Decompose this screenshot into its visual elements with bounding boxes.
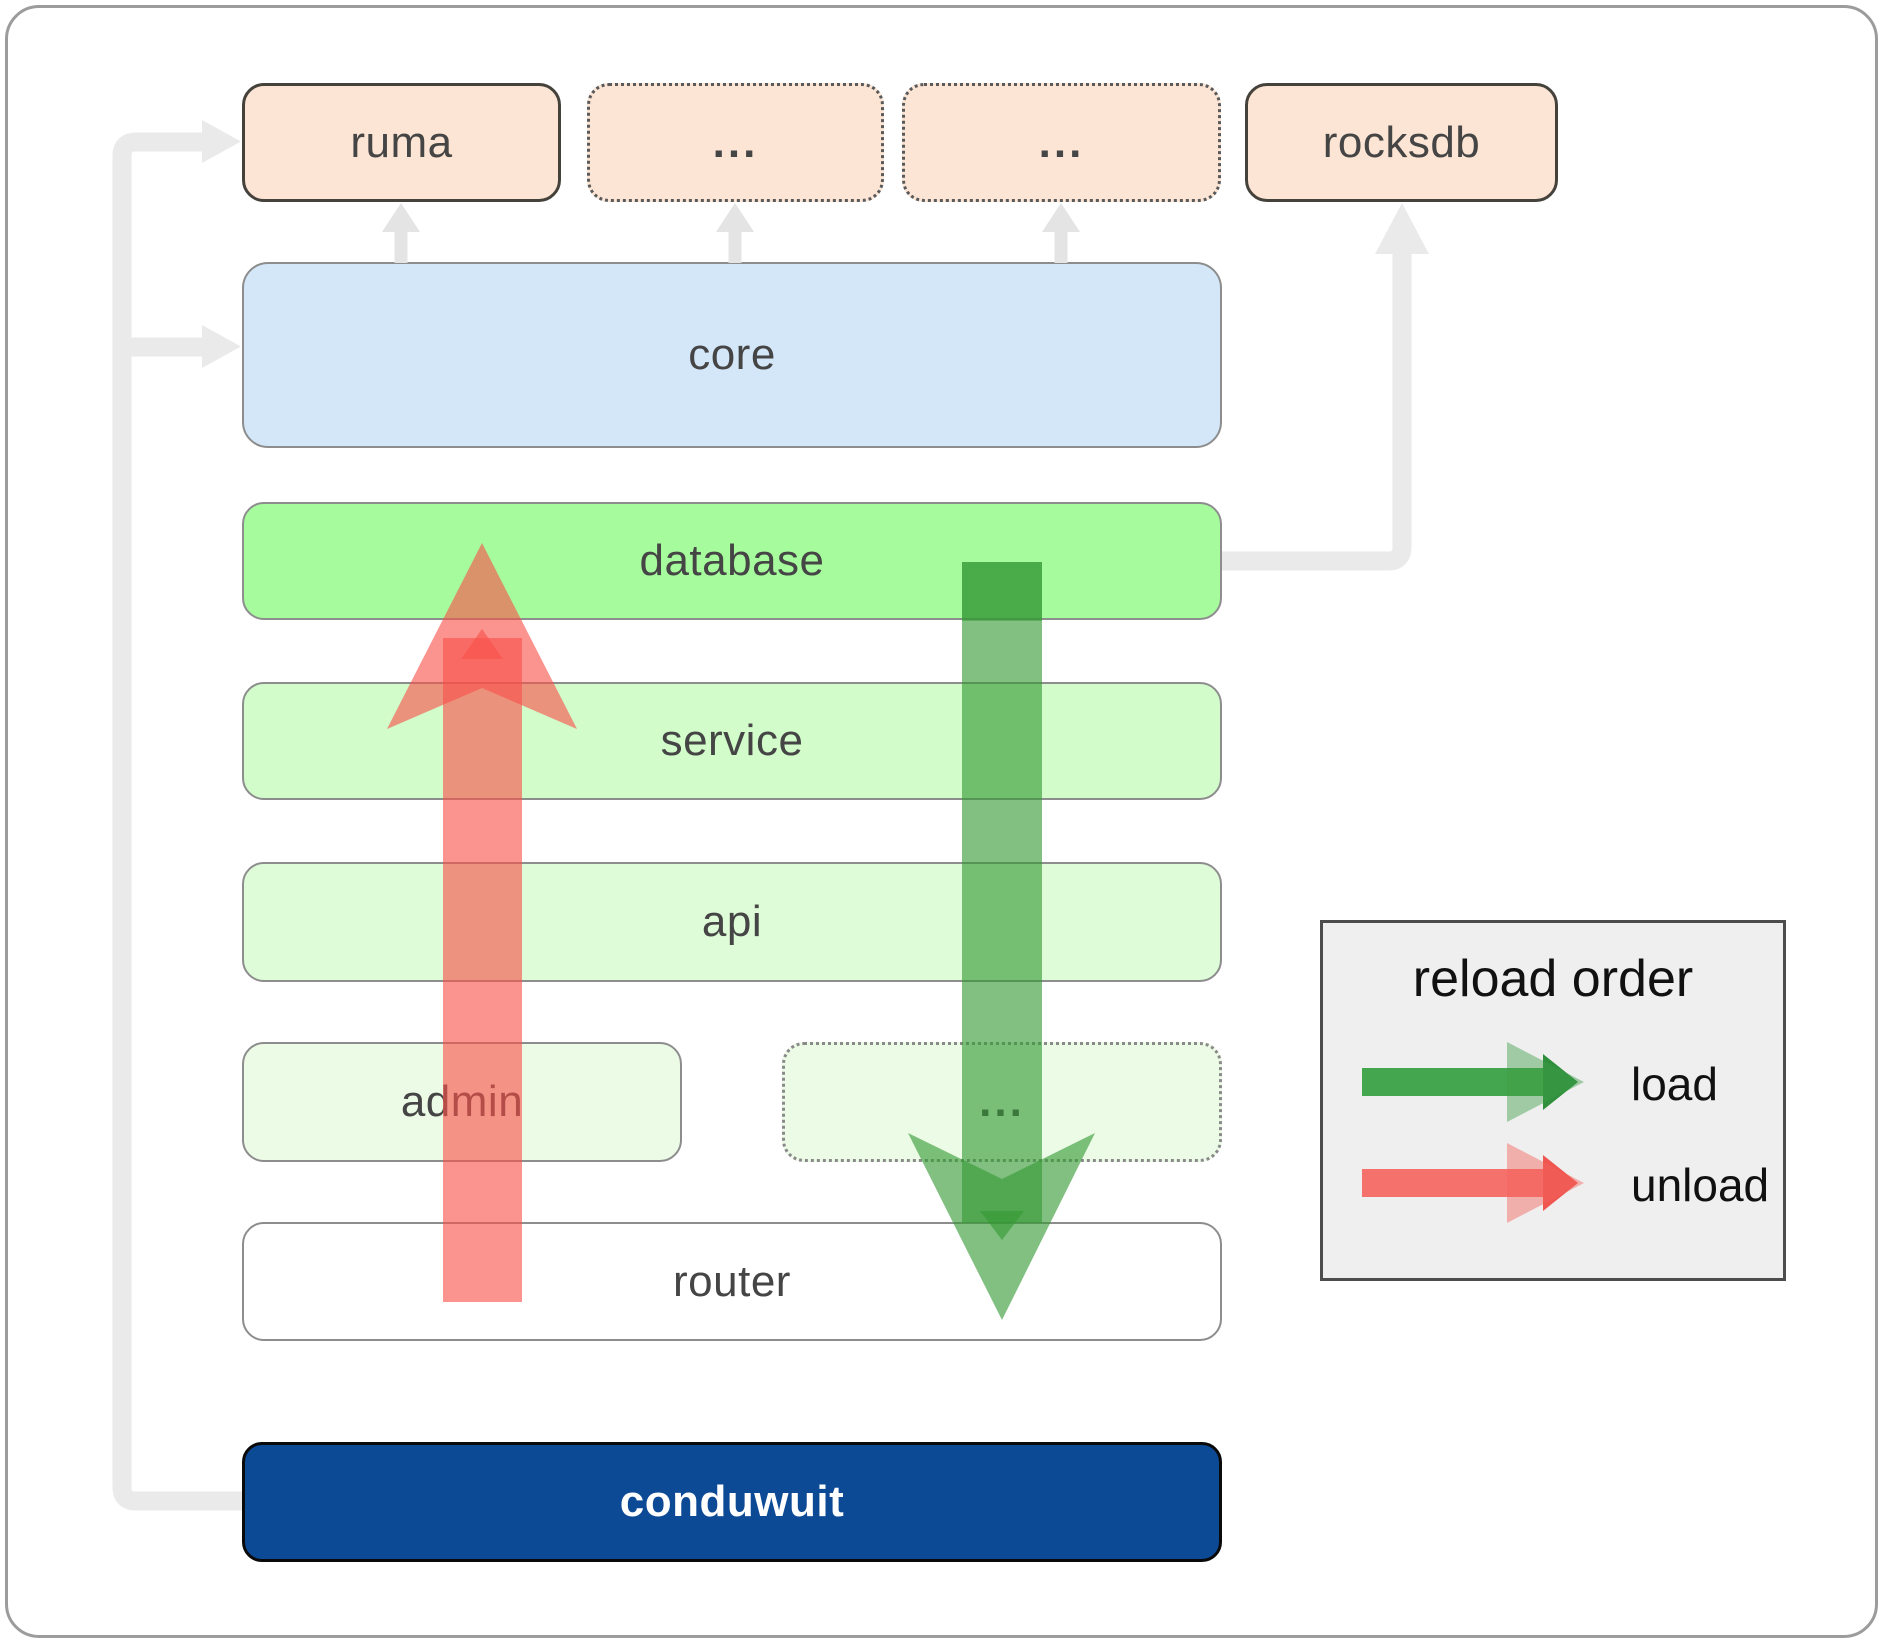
arrowhead-up-icon xyxy=(716,203,754,232)
connector-database-to-rocksdb xyxy=(1222,203,1429,571)
box-router-label: router xyxy=(673,1256,791,1306)
legend-label-load: load xyxy=(1631,1058,1718,1110)
box-ruma: ruma xyxy=(242,83,561,202)
box-api: api xyxy=(242,862,1222,982)
box-workers-label: ... xyxy=(979,1077,1025,1126)
box-service: service xyxy=(242,682,1222,800)
box-rocksdb: rocksdb xyxy=(1245,83,1558,202)
legend-title: reload order xyxy=(1412,950,1694,1008)
box-router: router xyxy=(242,1222,1222,1341)
arrowhead-up-icon xyxy=(382,203,420,232)
box-external-2: ... xyxy=(902,83,1221,202)
box-admin-label: admin xyxy=(400,1077,524,1126)
box-rocksdb-label: rocksdb xyxy=(1322,117,1481,167)
box-external-2-label: ... xyxy=(1038,117,1085,167)
legend-panel: reload order load unload xyxy=(1320,920,1786,1281)
diagram-border xyxy=(5,5,1878,1638)
arrowhead-into-core-icon xyxy=(202,325,241,368)
connector-core-to-ruma xyxy=(382,203,420,263)
box-core-label: core xyxy=(688,330,776,379)
box-core: core xyxy=(242,262,1222,448)
arrowhead-into-ruma-icon xyxy=(202,120,241,163)
box-service-label: service xyxy=(660,716,804,765)
arrowhead-into-rocksdb-icon xyxy=(1375,203,1429,254)
legend-label-unload: unload xyxy=(1631,1159,1770,1211)
box-database: database xyxy=(242,502,1222,620)
connector-core-to-external-2 xyxy=(1042,203,1080,263)
box-admin: admin xyxy=(242,1042,682,1162)
box-database-label: database xyxy=(639,536,825,585)
unload-arrow-tip-icon xyxy=(461,629,503,659)
connector-core-to-external-1 xyxy=(716,203,754,263)
box-api-label: api xyxy=(701,897,763,946)
box-ruma-label: ruma xyxy=(350,117,453,167)
connector-conduwuit-to-ruma xyxy=(112,120,242,1511)
box-workers: ... xyxy=(782,1042,1222,1162)
box-external-1-label: ... xyxy=(712,117,759,167)
box-conduwuit-label: conduwuit xyxy=(619,1477,845,1526)
connector-conduwuit-to-core xyxy=(122,325,241,368)
arrowhead-up-icon xyxy=(1042,203,1080,232)
box-external-1: ... xyxy=(587,83,884,202)
box-conduwuit: conduwuit xyxy=(242,1442,1222,1562)
